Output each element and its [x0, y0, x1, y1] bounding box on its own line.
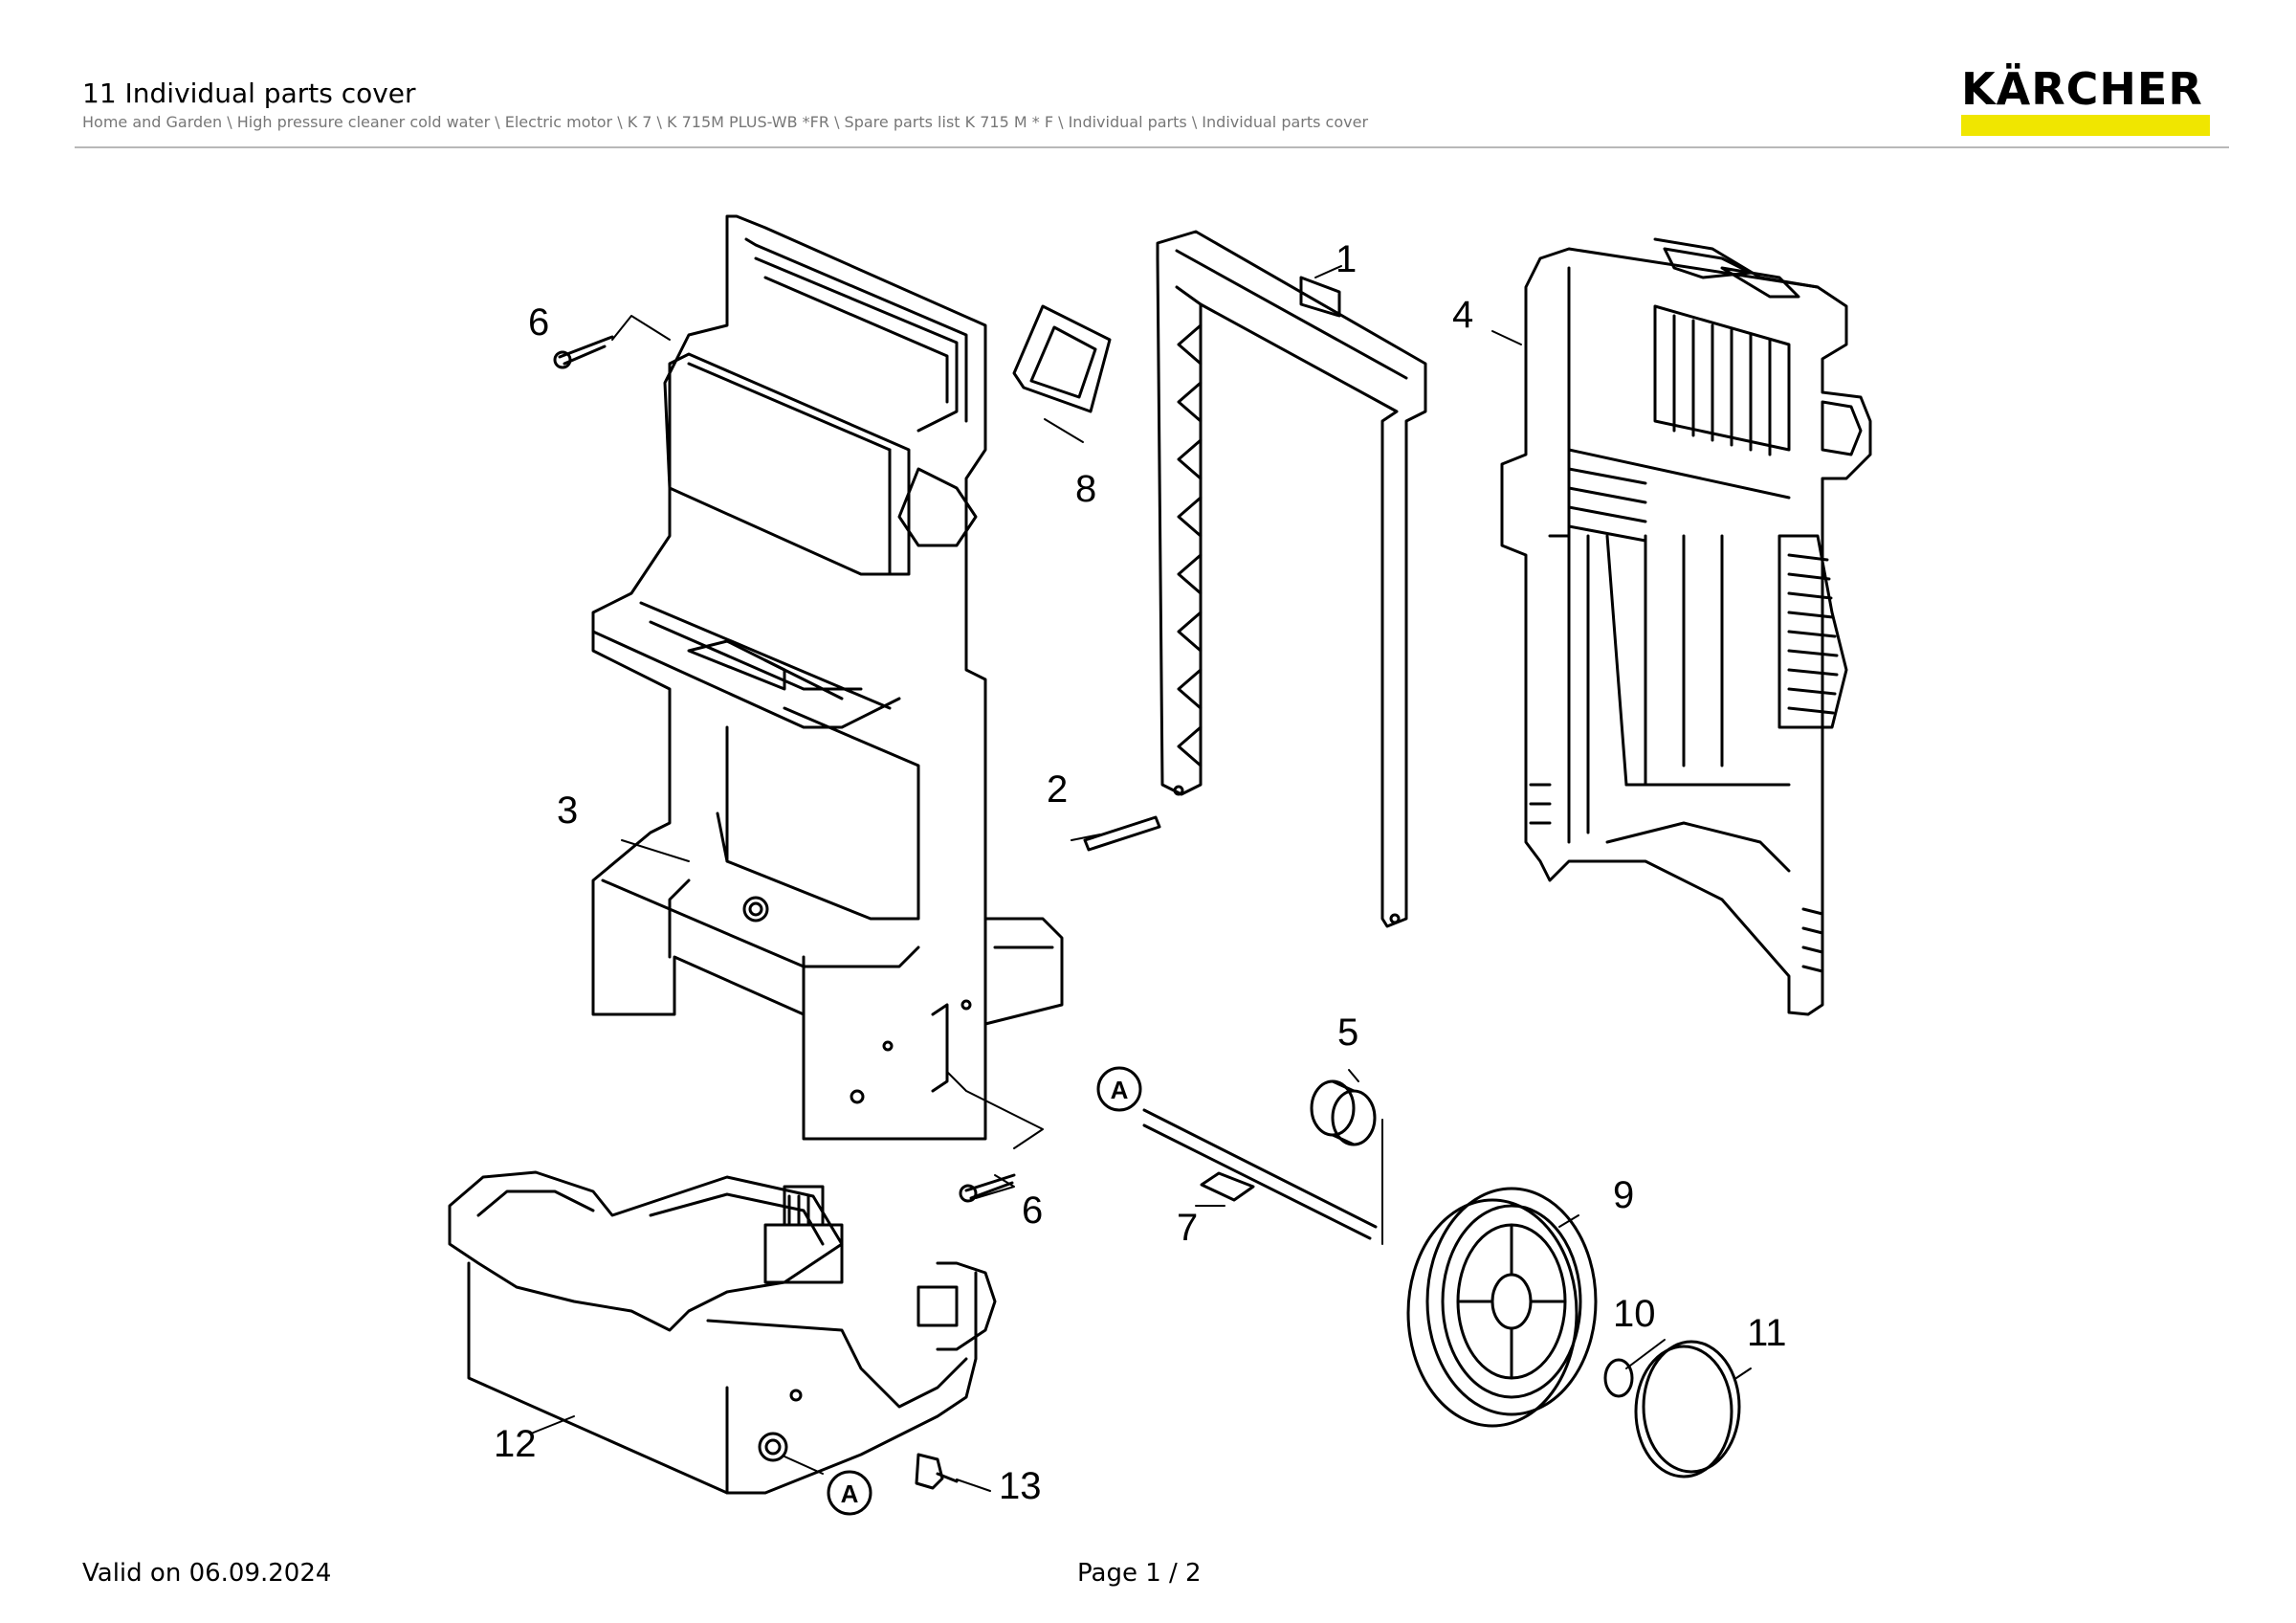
callout-6-bottom: 6 — [1022, 1189, 1043, 1232]
plug-part-13 — [915, 1453, 959, 1490]
callout-8: 8 — [1075, 468, 1096, 510]
handle-insert-part-8 — [1012, 304, 1112, 413]
screw-part-6-bottom — [959, 1173, 1016, 1203]
axle-part-7 — [1142, 1108, 1378, 1240]
callout-9: 9 — [1613, 1174, 1634, 1216]
marker-labels: A A — [841, 1076, 1129, 1508]
callout-6-top: 6 — [528, 301, 549, 344]
wheel-hub-part-5 — [1310, 1079, 1377, 1146]
callout-12: 12 — [494, 1423, 537, 1465]
u-handle-part-1 — [1156, 230, 1427, 928]
base-foot-part-12 — [448, 1170, 997, 1495]
page-number: Page 1 / 2 — [1077, 1559, 1202, 1588]
hub-cap-part-11 — [1634, 1340, 1741, 1478]
logo-text: KÄRCHER — [1961, 63, 2203, 115]
leader-lines — [530, 265, 1752, 1492]
washer-part-10 — [1603, 1358, 1634, 1398]
callout-10: 10 — [1613, 1293, 1656, 1335]
karcher-logo: KÄRCHER — [1961, 65, 2210, 136]
marker-a-bottom: A — [841, 1479, 859, 1508]
callout-1: 1 — [1336, 238, 1357, 280]
housing-frame-part-3 — [591, 214, 1064, 1141]
breadcrumb[interactable]: Home and Garden \ High pressure cleaner … — [82, 113, 1369, 131]
marker-a-bottom-ring — [827, 1470, 872, 1516]
marker-a-top-ring — [1096, 1066, 1142, 1112]
page-title: 11 Individual parts cover — [82, 78, 416, 109]
callout-7: 7 — [1177, 1207, 1198, 1249]
callout-5: 5 — [1337, 1012, 1358, 1054]
marker-a-top: A — [1111, 1076, 1129, 1104]
callout-3: 3 — [557, 789, 578, 832]
callout-4: 4 — [1452, 294, 1473, 336]
rear-cover-part-4 — [1500, 237, 1872, 1016]
callout-2: 2 — [1047, 768, 1068, 811]
pin-part-2 — [1083, 815, 1161, 852]
callout-11: 11 — [1747, 1312, 1787, 1354]
wheel-part-9 — [1406, 1187, 1598, 1428]
header-divider — [75, 146, 2229, 148]
logo-yellow-bar — [1961, 115, 2210, 136]
valid-date: Valid on 06.09.2024 — [82, 1559, 332, 1588]
callout-13: 13 — [999, 1465, 1042, 1507]
screw-part-6-top — [553, 335, 614, 369]
callout-labels: 1 2 3 4 5 6 6 7 8 9 10 11 12 13 — [494, 238, 1787, 1507]
